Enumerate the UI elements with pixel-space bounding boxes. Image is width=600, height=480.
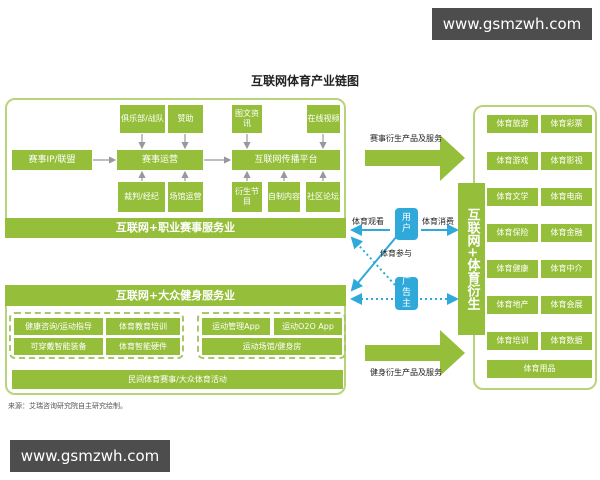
box-media-platform: 互联网传播平台 xyxy=(232,150,340,170)
box-sports-goods: 体育用品 xyxy=(487,360,592,378)
group-right xyxy=(197,312,346,359)
box-o2o-app: 运动O2O App xyxy=(274,318,342,335)
arrow-event-derived xyxy=(365,135,465,181)
derived-item: 体育会展 xyxy=(541,296,592,314)
source-note: 来源：艾瑞咨询研究院自主研究绘制。 xyxy=(8,402,127,410)
watermark-bottom: www.gsmzwh.com xyxy=(10,440,170,472)
derived-item: 体育数据 xyxy=(541,332,592,350)
box-hardware: 体育智能硬件 xyxy=(106,338,180,355)
derived-item: 体育电商 xyxy=(541,188,592,206)
derived-item: 体育健康 xyxy=(487,260,538,278)
label-event-derived: 赛事衍生产品及服务 xyxy=(370,134,442,143)
derived-item: 体育文学 xyxy=(487,188,538,206)
box-health: 健康咨询/运动指导 xyxy=(14,318,103,335)
box-derived-show: 衍生节目 xyxy=(232,182,262,212)
mass-fitness-bar: 互联网+大众健身服务业 xyxy=(5,285,346,306)
box-video: 在线视频 xyxy=(307,105,340,133)
label-fitness-derived: 健身衍生产品及服务 xyxy=(370,368,442,377)
user-node: 用户 xyxy=(395,208,418,240)
box-venue: 场馆运营 xyxy=(168,182,203,212)
derived-item: 体育旅游 xyxy=(487,115,538,133)
box-education: 体育教育培训 xyxy=(106,318,180,335)
derived-item: 体育彩票 xyxy=(541,115,592,133)
derived-vertical-bar: 互联网+体育衍生 xyxy=(458,183,485,335)
box-mgmt-app: 运动管理App xyxy=(202,318,270,335)
label-watch: 体育观看 xyxy=(352,217,384,226)
box-event-ip: 赛事IP/联盟 xyxy=(12,150,92,170)
derived-item: 体育培训 xyxy=(487,332,538,350)
box-own-content: 自制内容 xyxy=(268,182,300,212)
derived-item: 体育地产 xyxy=(487,296,538,314)
derived-item: 体育金融 xyxy=(541,224,592,242)
box-forum: 社区论坛 xyxy=(306,182,340,212)
derived-item: 体育游戏 xyxy=(487,152,538,170)
box-gym: 运动场馆/健身房 xyxy=(202,338,342,355)
label-participate: 体育参与 xyxy=(380,249,412,258)
advertiser-node: 广告主 xyxy=(395,277,418,310)
diagram-title: 互联网体育产业链图 xyxy=(250,74,359,88)
box-amateur-events: 民间体育赛事/大众体育活动 xyxy=(12,370,343,389)
group-left xyxy=(9,312,184,359)
derived-item: 体育保险 xyxy=(487,224,538,242)
box-wearable: 可穿戴智能装备 xyxy=(14,338,103,355)
box-referee: 裁判/经纪 xyxy=(118,182,165,212)
derived-item: 体育中介 xyxy=(541,260,592,278)
box-event-ops: 赛事运营 xyxy=(117,150,203,170)
box-club: 俱乐部/战队 xyxy=(120,105,165,133)
box-news: 图文资讯 xyxy=(232,105,262,133)
derived-item: 体育影视 xyxy=(541,152,592,170)
label-consume: 体育消费 xyxy=(422,217,454,226)
box-sponsor: 赞助 xyxy=(168,105,203,133)
arrow-fitness-derived xyxy=(365,330,465,376)
watermark-top: www.gsmzwh.com xyxy=(432,8,592,40)
pro-events-bar: 互联网+职业赛事服务业 xyxy=(5,218,346,238)
